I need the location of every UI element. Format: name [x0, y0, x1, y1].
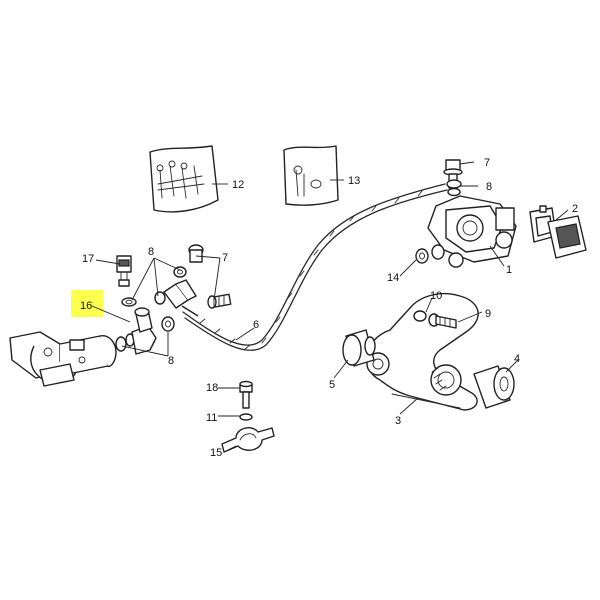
fixing-kit-bag-13	[283, 145, 339, 206]
callout-4: 4	[514, 353, 520, 365]
callout-8-union-top: 8	[148, 246, 154, 258]
callout-11: 11	[206, 412, 217, 424]
brake-caliper	[415, 159, 517, 268]
callout-8-union-bottom: 8	[168, 355, 174, 367]
brake-pads	[529, 205, 587, 259]
hose-fittings	[154, 244, 232, 317]
bracket-bolt	[413, 310, 457, 329]
callout-3: 3	[395, 415, 401, 427]
callout-18: 18	[206, 382, 218, 394]
callout-8-caliper: 8	[486, 181, 492, 193]
callout-17: 17	[82, 253, 94, 265]
leader-lines	[91, 161, 569, 453]
spacer-bushings	[342, 329, 515, 409]
callout-6: 6	[253, 319, 259, 331]
hose-clamp	[221, 380, 275, 453]
master-cylinder	[9, 331, 117, 387]
fixing-kit-bag-12	[149, 145, 219, 213]
callout-10: 10	[430, 290, 442, 302]
brake-light-switch	[116, 255, 132, 287]
brake-hose	[182, 183, 448, 351]
callout-9: 9	[485, 308, 491, 320]
callout-7-caliper: 7	[484, 157, 490, 169]
callout-15: 15	[210, 447, 222, 459]
callout-2: 2	[572, 203, 578, 215]
banjo-union	[115, 297, 175, 355]
callout-16: 16	[80, 300, 92, 312]
callout-16-highlight	[71, 290, 103, 317]
callout-12: 12	[232, 179, 244, 191]
callout-14: 14	[387, 272, 399, 284]
callout-13: 13	[348, 175, 360, 187]
callout-5: 5	[329, 379, 335, 391]
callout-7-union: 7	[222, 252, 228, 264]
callout-1: 1	[506, 264, 512, 276]
